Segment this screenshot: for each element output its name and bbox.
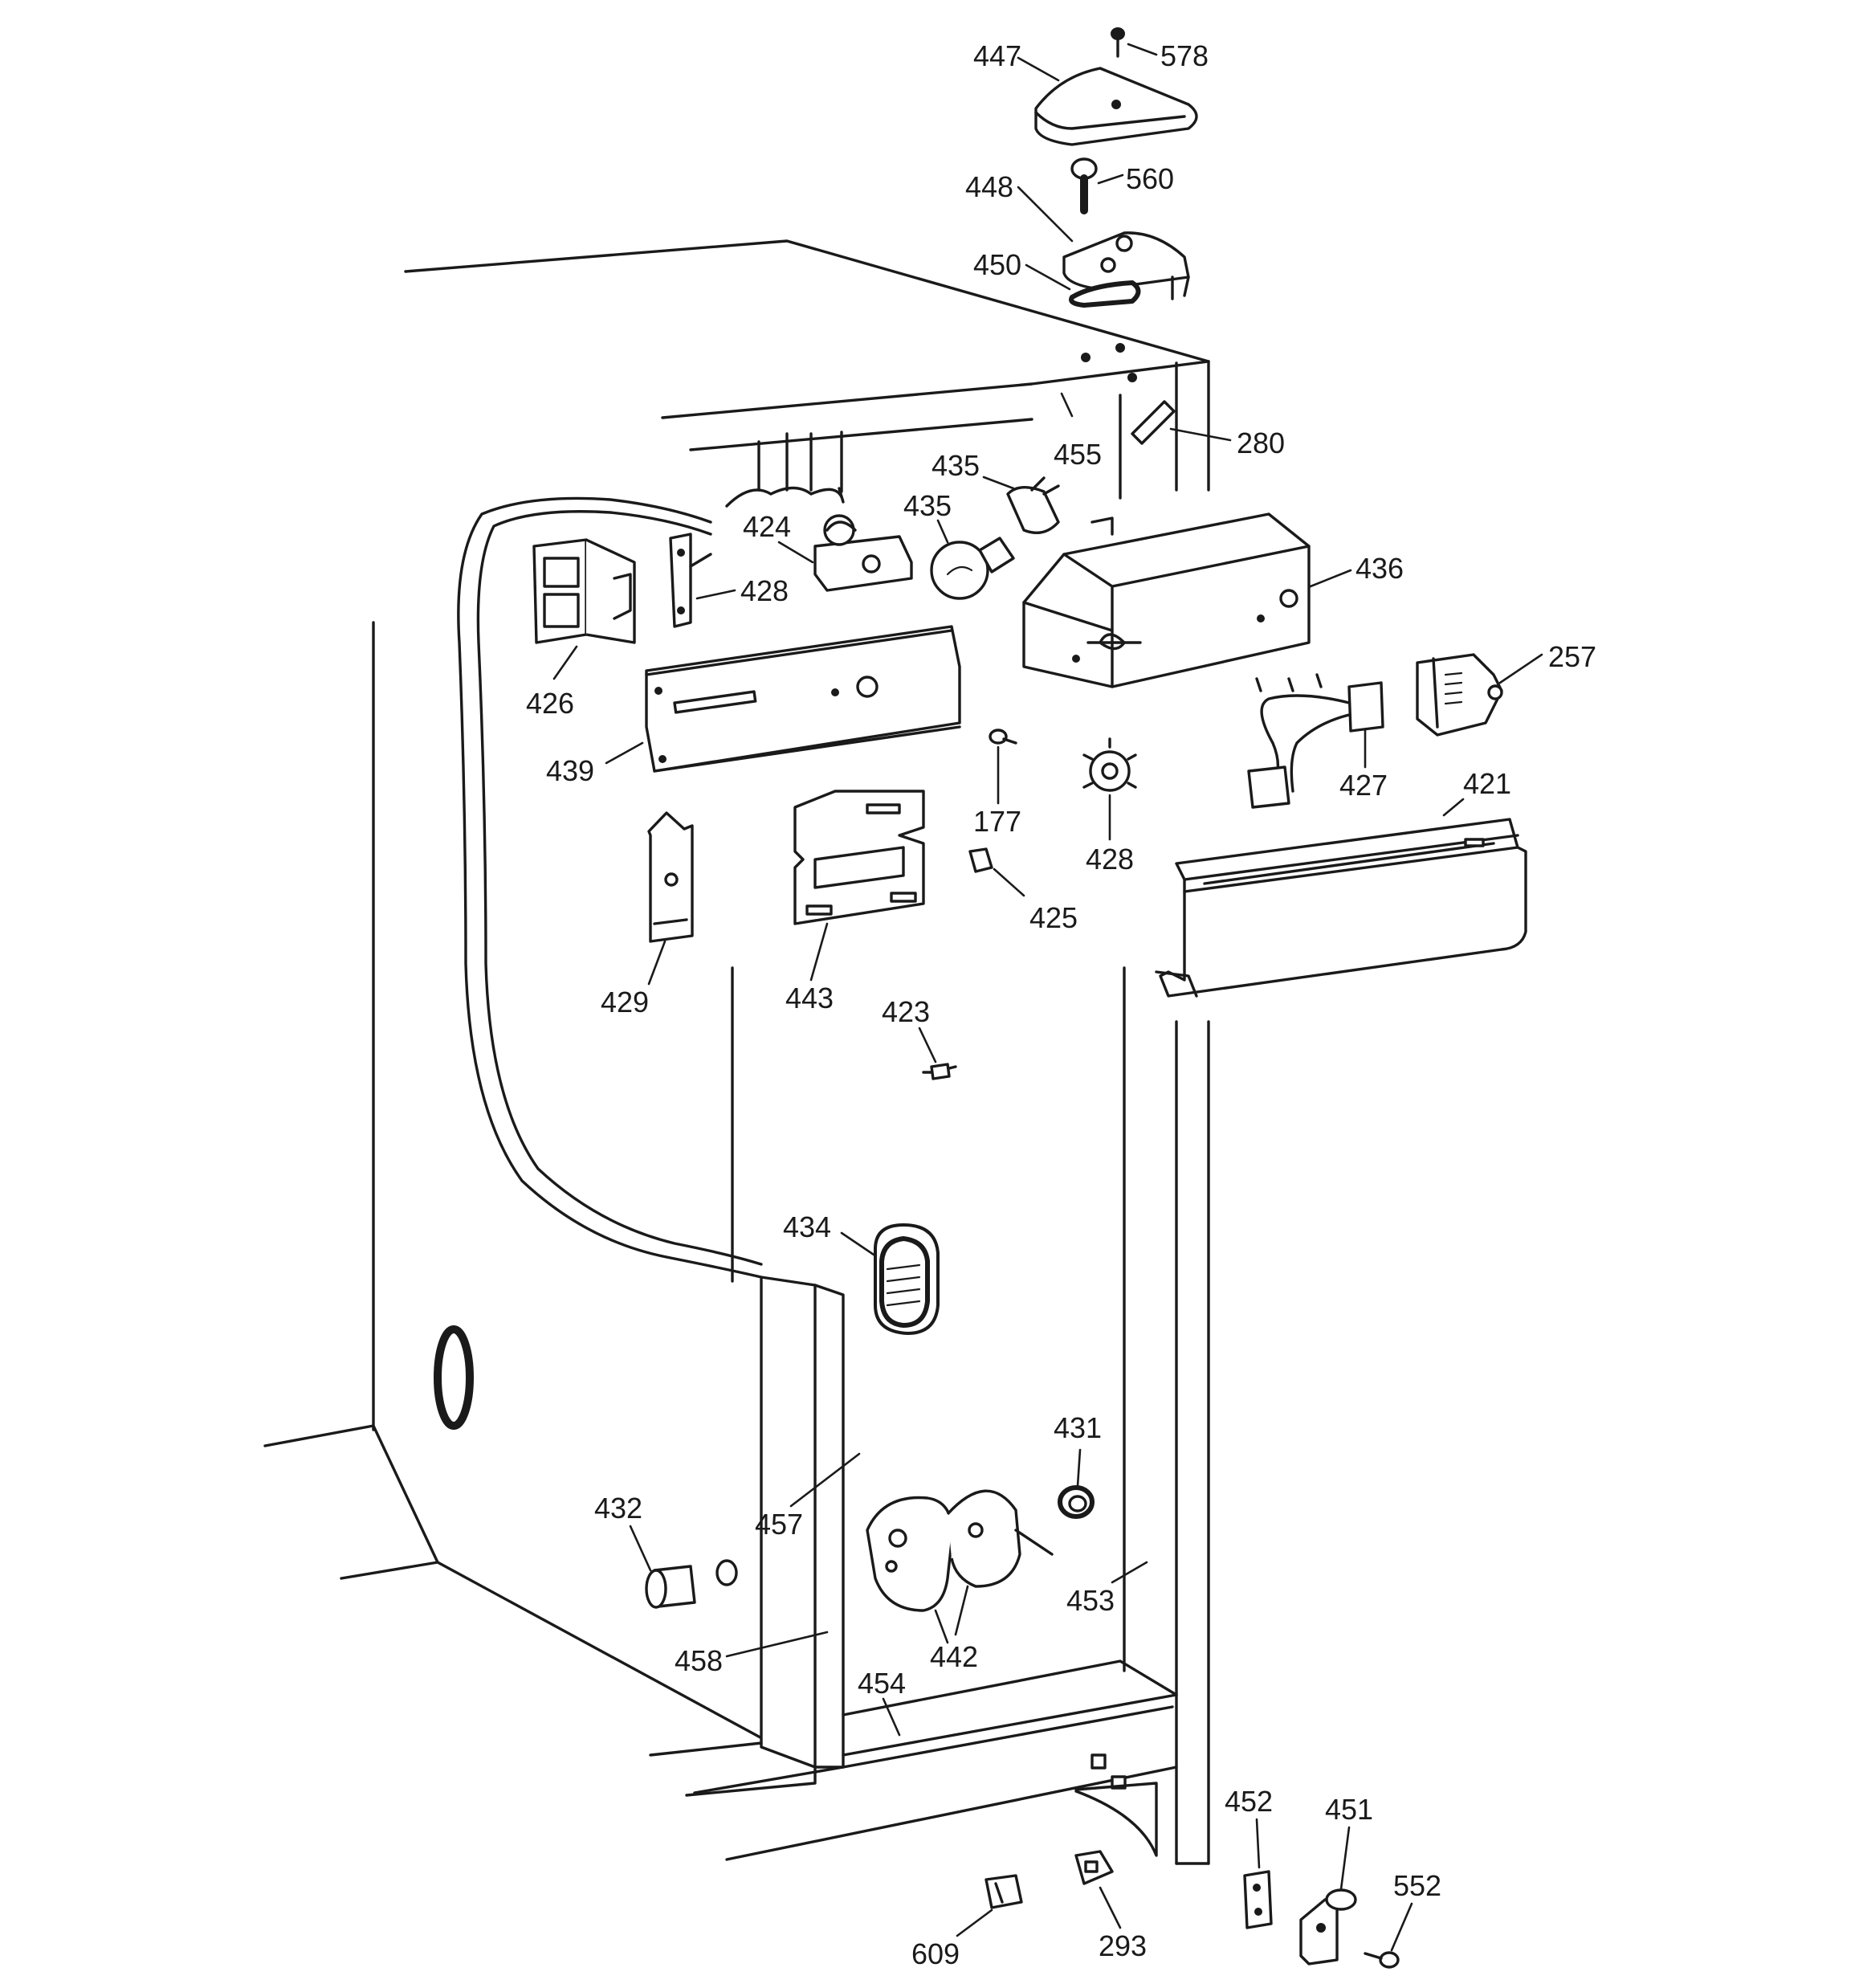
label-423: 423 (882, 995, 930, 1028)
part-448-hinge (1062, 231, 1190, 300)
label-428-upper: 428 (740, 574, 789, 607)
label-425: 425 (1029, 901, 1078, 934)
part-431-bushing (1058, 1485, 1095, 1519)
label-429: 429 (601, 986, 649, 1018)
part-450-shim (1069, 280, 1141, 308)
label-442: 442 (930, 1640, 978, 1673)
label-560: 560 (1126, 162, 1174, 195)
label-452: 452 (1225, 1785, 1273, 1818)
label-454: 454 (858, 1667, 906, 1700)
part-443-plate (793, 790, 925, 925)
label-177: 177 (973, 805, 1021, 838)
label-424: 424 (743, 510, 791, 543)
part-436-control-box (1022, 512, 1311, 688)
label-435-socket: 435 (932, 449, 980, 482)
part-421-trim (1155, 818, 1527, 998)
part-428-bracket (669, 533, 712, 628)
part-435-lamp-socket (1006, 476, 1060, 534)
part-428-gear (1082, 737, 1137, 792)
cabinet-body (263, 239, 1210, 1865)
part-578-screw (1111, 27, 1125, 58)
label-428-gear: 428 (1086, 843, 1134, 876)
label-447: 447 (973, 39, 1021, 72)
part-442-damper (866, 1489, 1054, 1612)
label-432: 432 (594, 1492, 642, 1525)
part-434-oval-vent (874, 1223, 940, 1335)
label-448: 448 (965, 170, 1013, 203)
part-labels: 447 578 448 560 450 280 455 435 435 424 … (526, 39, 1596, 1970)
part-426-switch (532, 538, 636, 644)
leader-lines (552, 43, 1543, 1952)
label-421: 421 (1463, 767, 1511, 800)
part-560-bolt (1070, 157, 1098, 214)
label-552: 552 (1393, 1869, 1441, 1902)
part-423-connector (922, 1063, 957, 1080)
part-552-screw (1364, 1951, 1400, 1969)
part-439-channel (645, 625, 961, 773)
label-280: 280 (1237, 427, 1285, 459)
part-435-light-bulb (930, 537, 1015, 600)
part-429-bracket (647, 811, 694, 943)
label-451: 451 (1325, 1793, 1373, 1826)
label-434: 434 (783, 1210, 831, 1243)
label-431: 431 (1054, 1411, 1102, 1444)
part-427-harness (1247, 673, 1384, 809)
part-424-thermostat (813, 514, 913, 592)
part-293-clip (1074, 1850, 1114, 1885)
part-425-clip (968, 847, 993, 873)
part-177-screw (989, 729, 1017, 745)
label-439: 439 (546, 754, 594, 787)
label-435-bulb: 435 (903, 489, 952, 522)
label-426: 426 (526, 687, 574, 720)
part-432-sleeve (645, 1559, 738, 1609)
label-257: 257 (1548, 640, 1596, 673)
label-450: 450 (973, 248, 1021, 281)
label-455: 455 (1054, 438, 1102, 471)
label-427: 427 (1339, 769, 1388, 802)
part-455-screw (1081, 343, 1137, 382)
part-280-clip (1131, 400, 1176, 445)
label-609: 609 (911, 1937, 960, 1970)
label-436: 436 (1355, 552, 1404, 585)
part-447-hinge-cover (1034, 67, 1198, 146)
part-609-clip (984, 1874, 1023, 1909)
label-453: 453 (1066, 1584, 1115, 1617)
part-452-shim (1243, 1870, 1273, 1929)
label-293: 293 (1099, 1929, 1147, 1962)
label-578: 578 (1160, 39, 1209, 72)
label-458: 458 (675, 1644, 723, 1677)
label-443: 443 (785, 982, 834, 1014)
part-451-hinge (1299, 1888, 1357, 1966)
part-257-timer (1416, 653, 1503, 737)
label-457: 457 (755, 1508, 803, 1541)
